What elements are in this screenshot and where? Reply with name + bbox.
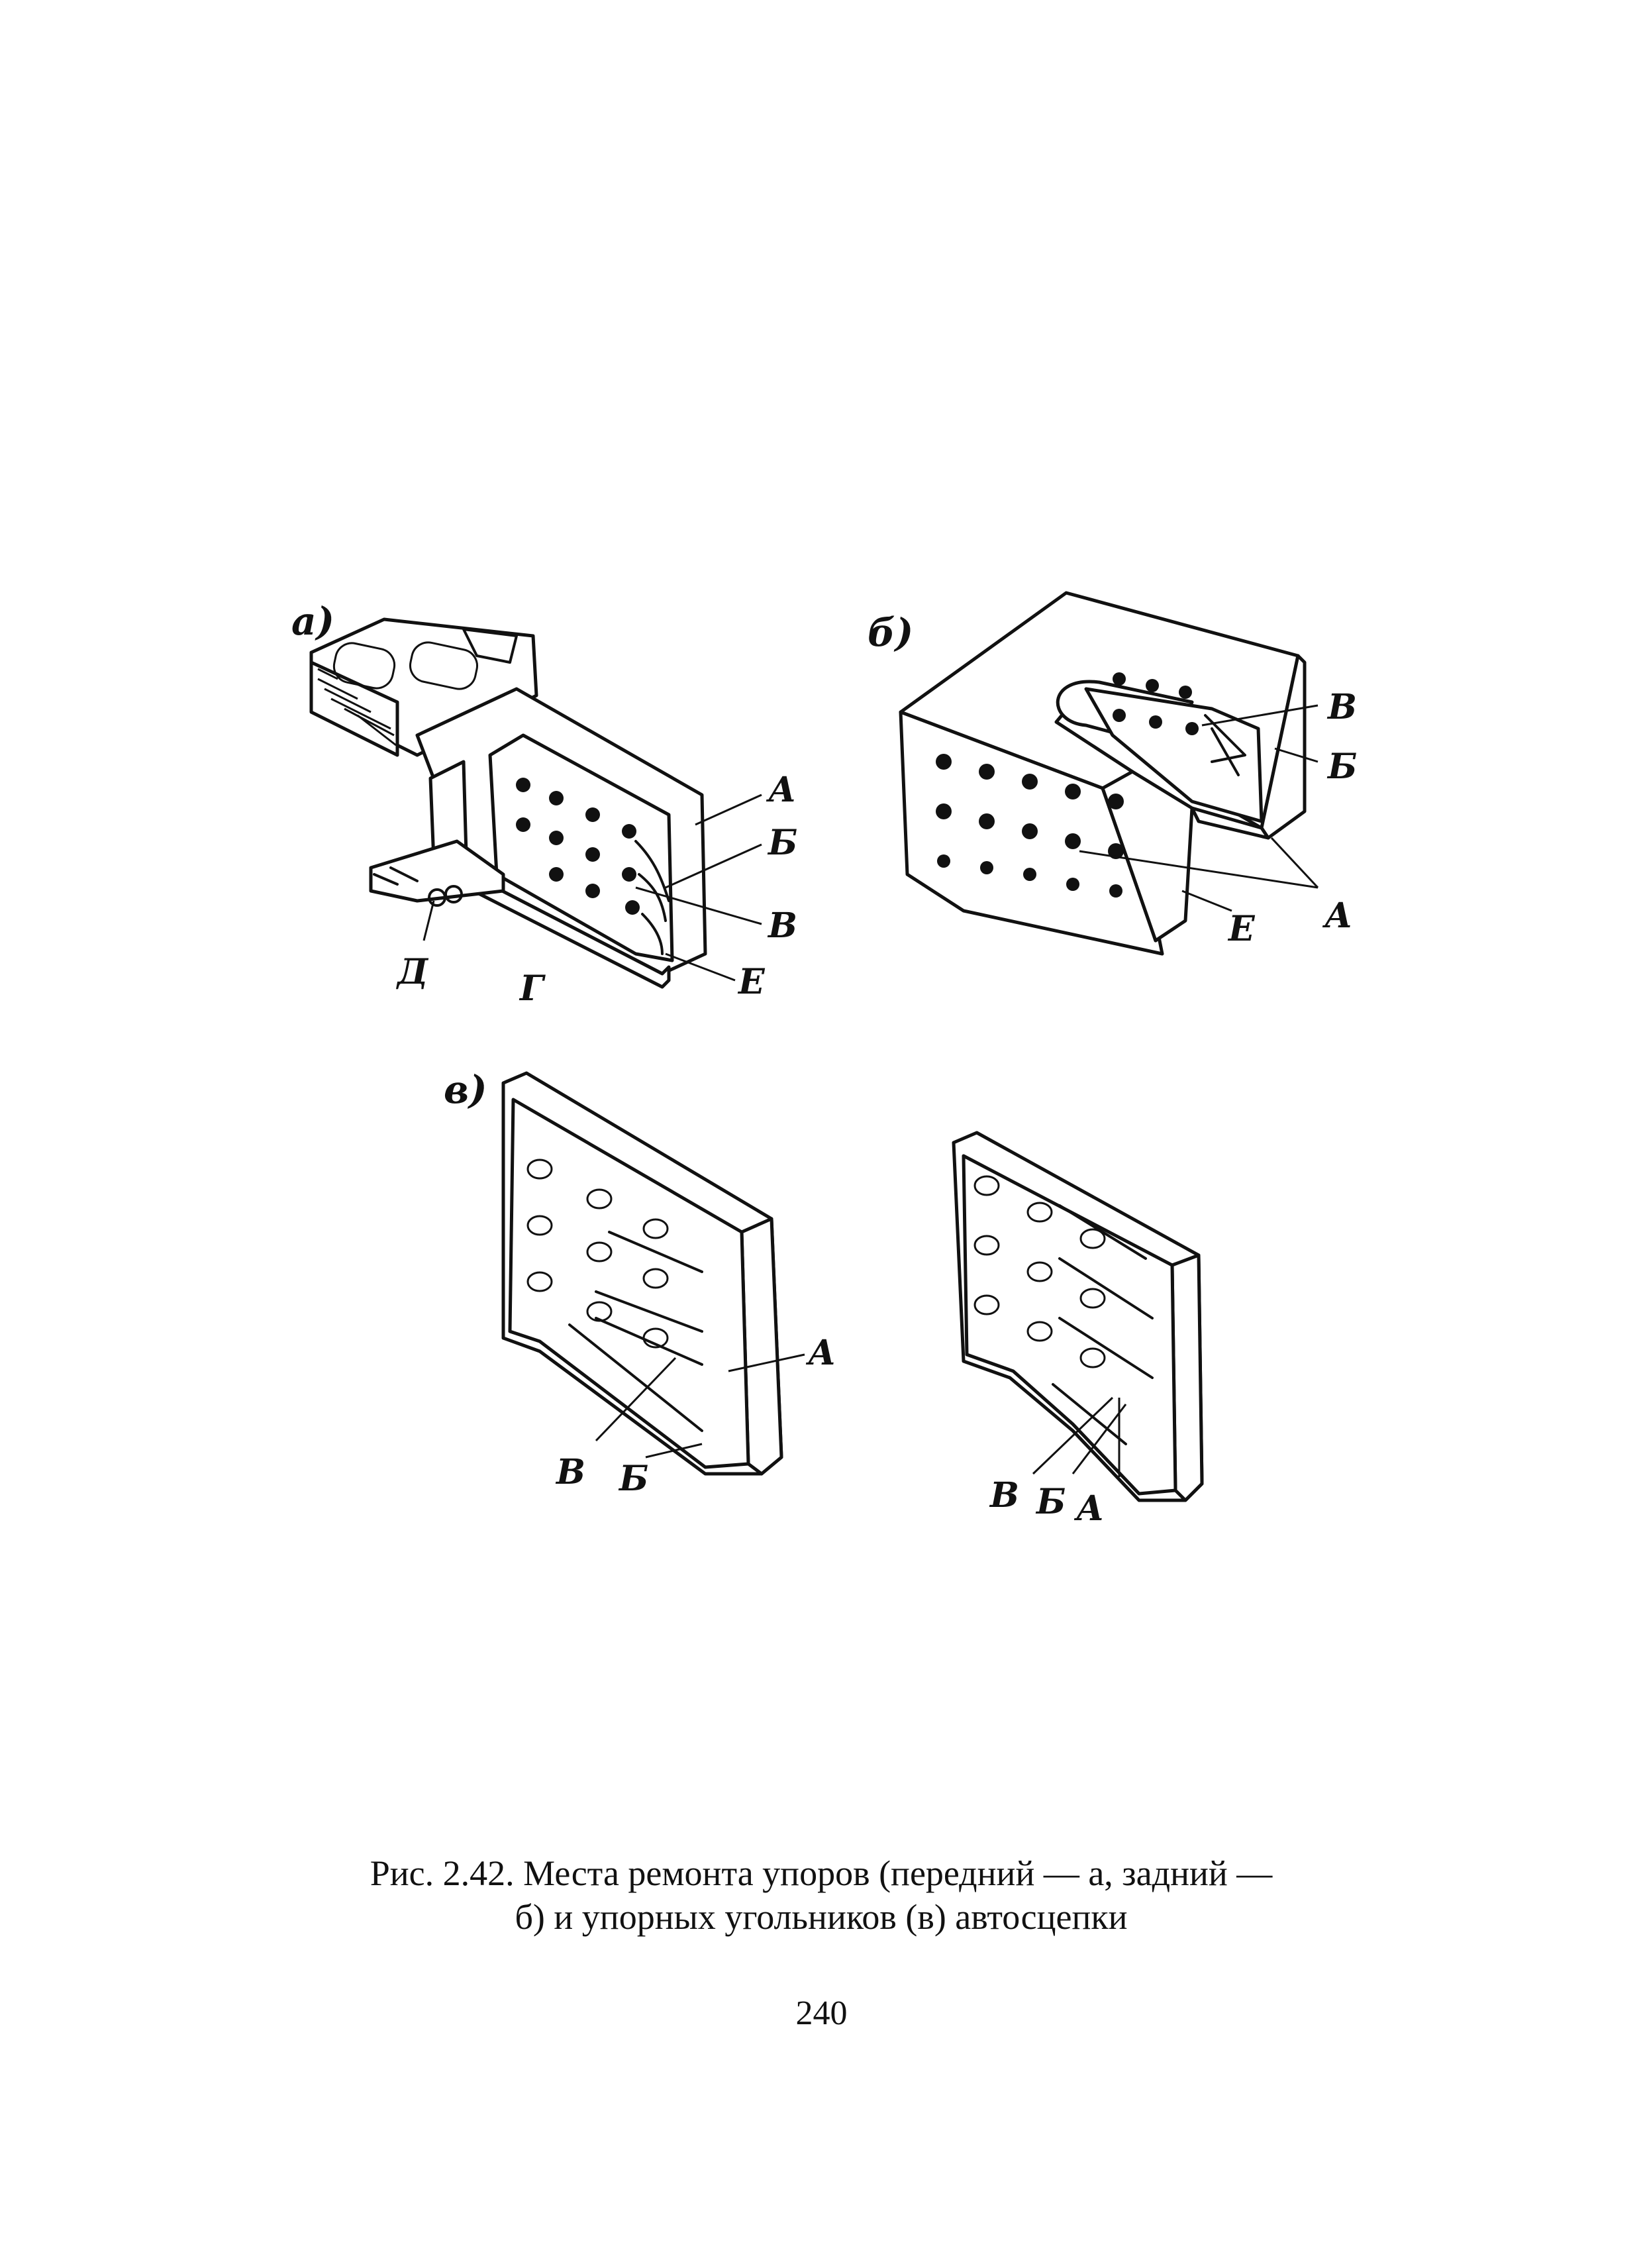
label-a-V: В bbox=[767, 905, 797, 946]
figure-caption-line-2: б) и упорных угольников (в) автосцепки bbox=[515, 1897, 1128, 1937]
label-v-right-V: В bbox=[989, 1475, 1019, 1516]
label-v-left-A: А bbox=[805, 1333, 836, 1373]
label-a-B: Б bbox=[767, 823, 797, 863]
label-v-left-V: В bbox=[555, 1452, 585, 1492]
label-b-A: А bbox=[1322, 896, 1352, 936]
panel-a-tag: а) bbox=[291, 599, 334, 644]
label-a-A: А bbox=[766, 770, 796, 810]
label-b-V: В bbox=[1326, 687, 1357, 727]
front-stop-drawing bbox=[309, 617, 762, 989]
label-v-right-A: А bbox=[1073, 1488, 1104, 1529]
label-a-G: Г bbox=[519, 968, 546, 1009]
label-a-D: Д bbox=[395, 952, 429, 992]
label-a-E: Е bbox=[737, 962, 766, 1002]
label-b-E: Е bbox=[1227, 909, 1256, 949]
label-b-B: Б bbox=[1326, 747, 1357, 787]
label-v-right-B: Б bbox=[1035, 1482, 1066, 1522]
rear-stop-drawing bbox=[899, 591, 1319, 956]
panel-v-tag: в) bbox=[444, 1067, 487, 1112]
label-v-left-B: Б bbox=[618, 1459, 648, 1499]
stop-angle-right-drawing bbox=[952, 1131, 1204, 1502]
panel-b-tag: б) bbox=[868, 610, 913, 655]
stop-angle-left-drawing bbox=[501, 1071, 805, 1476]
page-number: 240 bbox=[795, 1994, 848, 2032]
figure-caption-line-1: Рис. 2.42. Места ремонта упоров (передни… bbox=[370, 1853, 1273, 1893]
